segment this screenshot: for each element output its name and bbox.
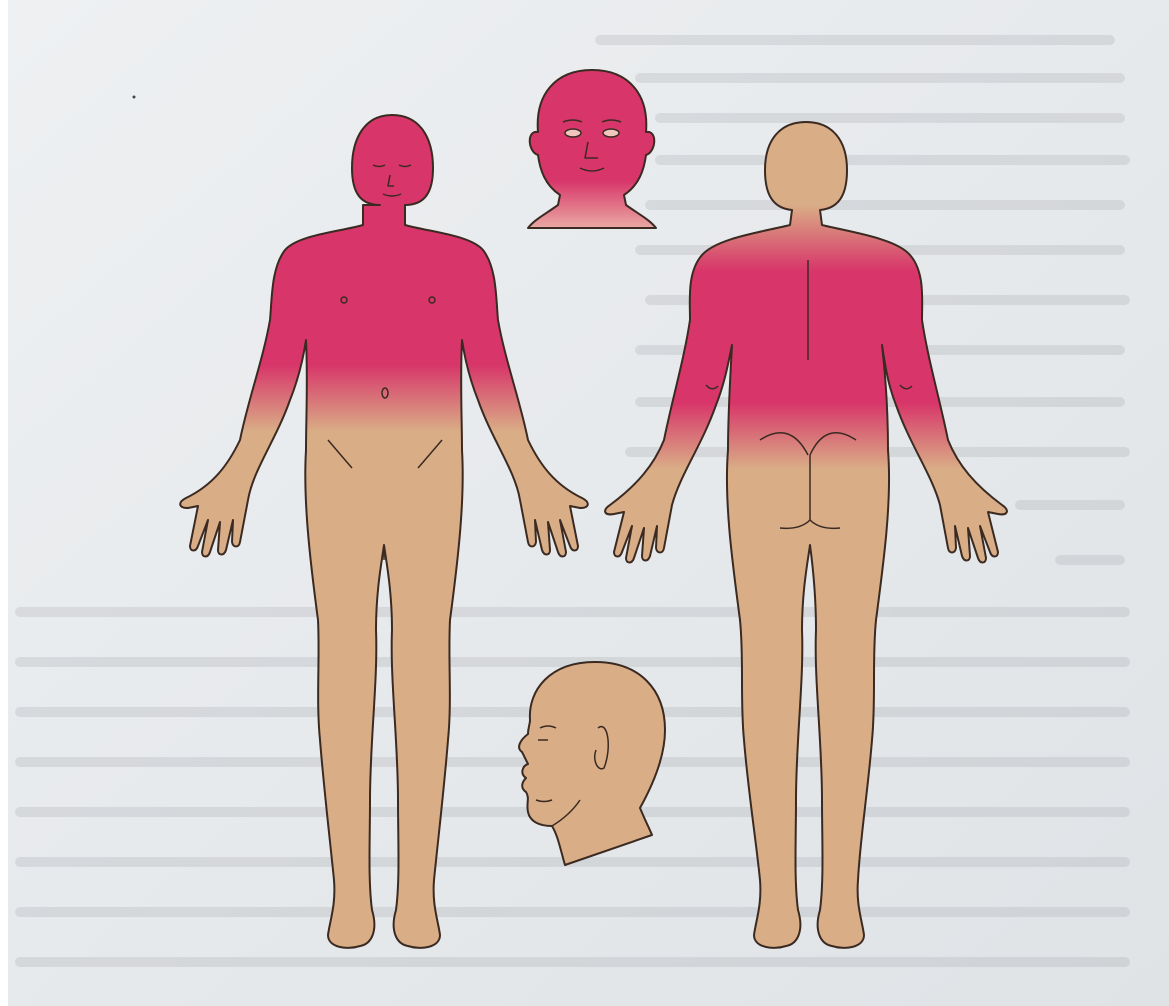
paper-left-edge	[0, 0, 8, 1006]
paper-speck	[133, 96, 136, 99]
